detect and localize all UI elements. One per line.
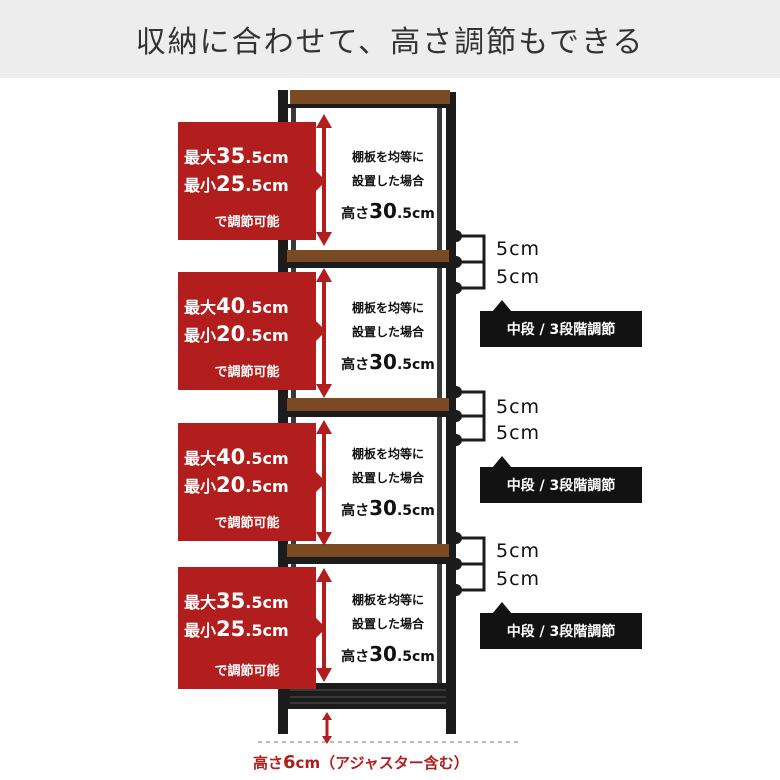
shelf-board-3 <box>287 398 449 411</box>
adjust-tag-3: 中段 / 3段階調節 <box>480 613 642 649</box>
tag-pointer <box>492 602 512 614</box>
min-line: 最小25.5cm <box>184 172 289 196</box>
adjust-bracket-3 <box>456 536 486 592</box>
shelf-rail-4 <box>287 557 449 564</box>
left-front-post <box>278 90 288 734</box>
max-line: 最大40.5cm <box>184 445 289 469</box>
shelf-board-4 <box>287 544 449 557</box>
shelf-board-2 <box>287 250 449 262</box>
adjust-dots-1 <box>450 230 462 294</box>
range-callout-3: 最大40.5cm 最小20.5cm で調節可能 <box>178 423 326 541</box>
step-label: 5cm <box>496 540 541 562</box>
tag-pointer <box>492 300 512 312</box>
range-callout-2: 最大40.5cm 最小20.5cm で調節可能 <box>178 272 326 390</box>
even-spacing-note-3: 棚板を均等に 設置した場合 高さ30.5cm <box>332 442 444 520</box>
step-label: 5cm <box>496 422 541 444</box>
step-label: 5cm <box>496 238 541 260</box>
step-label: 5cm <box>496 396 541 418</box>
foot-height-label: 高さ6cm（アジャスター含む） <box>253 752 469 773</box>
even-height-1: 高さ30.5cm <box>341 199 435 223</box>
max-line: 最大40.5cm <box>184 294 289 318</box>
min-line: 最小20.5cm <box>184 322 289 346</box>
shelf-board-1 <box>290 90 450 104</box>
even-height-2: 高さ30.5cm <box>341 350 435 374</box>
even-spacing-note-1: 棚板を均等に 設置した場合 高さ30.5cm <box>332 145 444 223</box>
adjust-note: で調節可能 <box>214 365 280 380</box>
callout-pointer <box>316 618 326 638</box>
callout-pointer <box>316 472 326 492</box>
callout-pointer <box>316 321 326 341</box>
min-line: 最小20.5cm <box>184 473 289 497</box>
adjust-dots-3 <box>450 532 462 596</box>
callout-pointer <box>316 171 326 191</box>
min-line: 最小25.5cm <box>184 617 289 641</box>
even-height-4: 高さ30.5cm <box>341 642 435 666</box>
range-callout-1: 最大35.5cm 最小25.5cm で調節可能 <box>178 122 326 240</box>
adjust-note: で調節可能 <box>214 215 280 230</box>
adjust-tag-2: 中段 / 3段階調節 <box>480 467 642 503</box>
adjust-note: で調節可能 <box>214 664 280 679</box>
step-label: 5cm <box>496 568 541 590</box>
max-line: 最大35.5cm <box>184 144 289 168</box>
shelf-rail-3 <box>287 411 449 417</box>
tag-pointer <box>492 456 512 468</box>
adjust-bracket-1 <box>456 234 486 290</box>
header-banner: 収納に合わせて、高さ調節もできる <box>0 0 780 78</box>
shelf-rail-1 <box>288 104 448 108</box>
adjust-note: で調節可能 <box>214 516 280 531</box>
shelf-rail-2 <box>287 262 449 268</box>
range-callout-4: 最大35.5cm 最小25.5cm で調節可能 <box>178 567 326 689</box>
step-label: 5cm <box>496 266 541 288</box>
adjust-tag-1: 中段 / 3段階調節 <box>480 311 642 347</box>
even-height-3: 高さ30.5cm <box>341 496 435 520</box>
max-line: 最大35.5cm <box>184 589 289 613</box>
page-title: 収納に合わせて、高さ調節もできる <box>135 25 645 60</box>
adjust-bracket-2 <box>456 390 486 442</box>
adjust-dots-2 <box>450 386 462 446</box>
even-spacing-note-4: 棚板を均等に 設置した場合 高さ30.5cm <box>332 588 444 666</box>
even-spacing-note-2: 棚板を均等に 設置した場合 高さ30.5cm <box>332 296 444 374</box>
